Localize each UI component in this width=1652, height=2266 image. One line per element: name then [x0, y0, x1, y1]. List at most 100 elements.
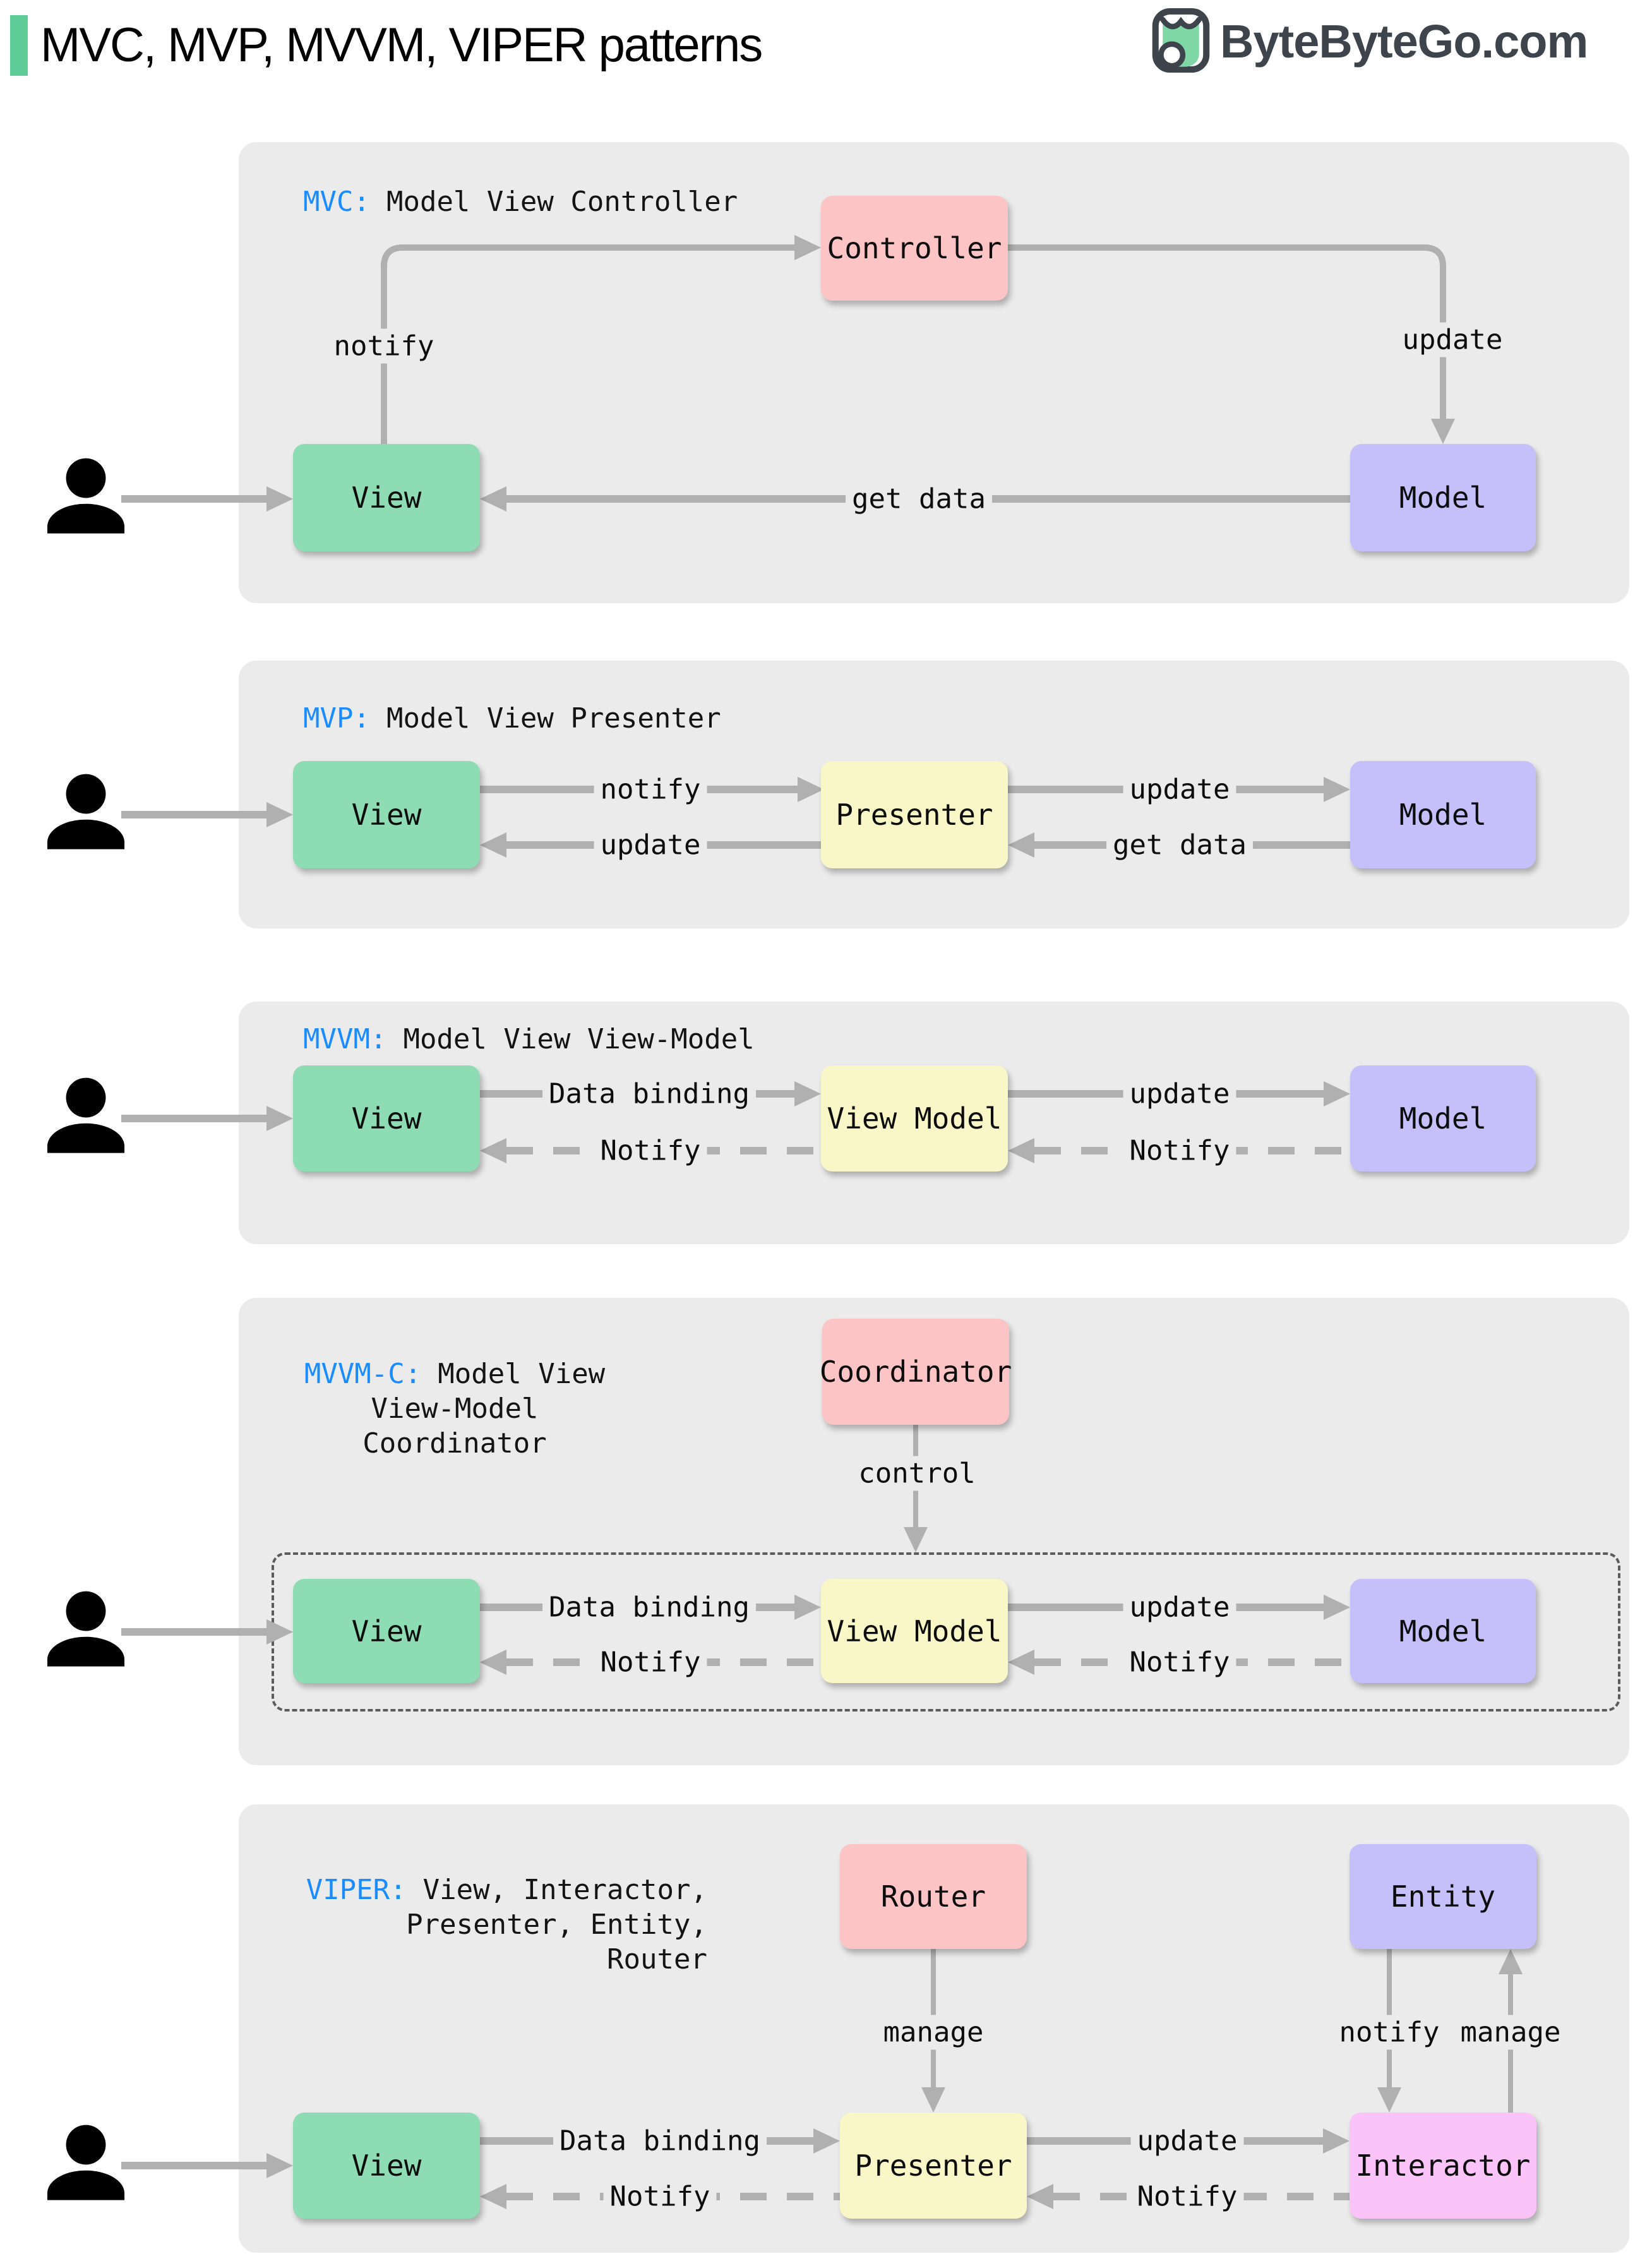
mvvmc-model-label: Model	[1399, 1614, 1487, 1648]
mvvmc-view-label: View	[351, 1614, 422, 1648]
mvvm-databinding-label: Data binding	[542, 1076, 756, 1112]
user-icon	[47, 458, 125, 534]
mvp-section-title: MVP: Model View Presenter	[303, 701, 721, 736]
mvvmc-notify-viewmodel-label: Notify	[1123, 1645, 1236, 1680]
viper-update-label: update	[1130, 2123, 1244, 2159]
mvc-user-arrow-shaft	[121, 495, 266, 503]
mvvmc-tag: MVVM-C:	[304, 1358, 422, 1390]
viper-presenter-box: Presenter	[840, 2113, 1027, 2219]
mvvm-user-arrow-shaft	[121, 1115, 266, 1122]
mvvmc-control-arrow-head	[904, 1527, 928, 1552]
mvp-update-view-label: update	[594, 827, 707, 863]
viper-user-arrow-shaft	[121, 2162, 266, 2169]
mvvmc-viewmodel-label: View Model	[827, 1614, 1002, 1648]
mvvm-tag: MVVM:	[303, 1023, 387, 1055]
mvc-update-label: update	[1396, 322, 1509, 357]
viper-databinding-label: Data binding	[553, 2123, 767, 2159]
mvvm-model-label: Model	[1399, 1101, 1487, 1136]
mvvmc-coordinator-box: Coordinator	[819, 1319, 1012, 1425]
mvvm-notify-view-arrow-head	[480, 1138, 506, 1163]
viper-notify-presenter-label: Notify	[1130, 2179, 1244, 2214]
mvp-update-model-arrow-head	[1324, 777, 1350, 802]
mvp-user-arrow-head	[266, 802, 293, 827]
viper-manage-entity-label: manage	[1454, 2015, 1567, 2050]
viper-notify-view-label: Notify	[603, 2179, 717, 2214]
user-icon	[47, 774, 125, 849]
mvc-notify-label: notify	[327, 328, 441, 364]
mvc-user-arrow-head	[266, 486, 293, 512]
mvvm-update-label: update	[1123, 1076, 1236, 1112]
mvc-view-box: View	[293, 444, 480, 551]
mvp-user-arrow-shaft	[121, 811, 266, 818]
mvc-notify-arrow-elbow	[381, 244, 794, 444]
mvvmc-control-label: control	[852, 1456, 982, 1491]
mvvm-notify-view-label: Notify	[594, 1133, 707, 1168]
mvvm-viewmodel-box: View Model	[821, 1065, 1008, 1172]
mvp-getdata-arrow-head	[1008, 832, 1034, 858]
mvvm-user-arrow-head	[266, 1106, 293, 1131]
viper-notify-interactor-arrow-head	[1377, 2087, 1401, 2113]
mvvmc-coordinator-label: Coordinator	[819, 1355, 1012, 1389]
mvp-update-model-label: update	[1123, 772, 1236, 807]
mvvmc-tagline-line3: Coordinator	[362, 1427, 547, 1460]
mvp-notify-arrow-head	[798, 777, 824, 802]
mvc-update-arrow-elbow	[1008, 244, 1446, 419]
mvp-tag: MVP:	[303, 702, 370, 734]
mvc-getdata-label: get data	[846, 481, 992, 517]
viper-user-arrow-head	[266, 2153, 293, 2178]
mvvm-viewmodel-label: View Model	[827, 1101, 1002, 1136]
mvc-controller-label: Controller	[827, 231, 1002, 265]
viper-section-title: VIPER: View, Interactor, Presenter, Entit…	[303, 1873, 707, 1977]
viper-tagline-line1: View, Interactor,	[422, 1874, 707, 1906]
mvvmc-tagline-line1: Model View	[438, 1358, 606, 1390]
mvvmc-notify-viewmodel-arrow-head	[1008, 1650, 1034, 1675]
viper-tag: VIPER:	[306, 1874, 407, 1906]
viper-router-label: Router	[880, 1879, 986, 1914]
mvp-notify-label: notify	[594, 772, 707, 807]
mvvm-notify-viewmodel-label: Notify	[1123, 1133, 1236, 1168]
viper-presenter-label: Presenter	[854, 2149, 1012, 2183]
mvp-presenter-box: Presenter	[821, 761, 1008, 868]
bytebytego-owl-logo-icon	[1152, 8, 1210, 73]
mvc-update-arrow-head	[1431, 419, 1455, 444]
mvvmc-databinding-arrow-head	[794, 1595, 821, 1620]
viper-interactor-box: Interactor	[1350, 2113, 1536, 2219]
mvc-section-title: MVC:Model View Controller	[303, 184, 738, 219]
mvvm-databinding-arrow-head	[794, 1081, 821, 1106]
mvvm-model-box: Model	[1350, 1065, 1536, 1172]
mvvmc-tagline-line2: View-Model	[371, 1393, 539, 1425]
viper-tagline-line2: Presenter, Entity,	[406, 1909, 707, 1941]
brand-name: ByteByteGo.com	[1220, 15, 1588, 68]
mvvmc-user-arrow-shaft	[121, 1628, 266, 1636]
viper-tagline-line3: Router	[607, 1943, 707, 1975]
viper-notify-presenter-arrow-head	[1027, 2184, 1053, 2209]
viper-entity-label: Entity	[1390, 1879, 1496, 1914]
title-accent-bar	[10, 15, 28, 76]
mvvmc-section-title: MVVM-C: Model View View-Model Coordinator	[303, 1357, 606, 1461]
mvvm-update-arrow-head	[1324, 1081, 1350, 1106]
viper-interactor-label: Interactor	[1355, 2149, 1531, 2183]
viper-update-arrow-head	[1323, 2128, 1350, 2154]
mvvm-tagline: Model View View-Model	[403, 1023, 755, 1055]
mvvm-view-label: View	[351, 1101, 422, 1136]
viper-manage-presenter-arrow-head	[921, 2087, 945, 2113]
mvp-view-box: View	[293, 761, 480, 868]
mvc-model-box: Model	[1350, 444, 1536, 551]
viper-router-box: Router	[840, 1844, 1027, 1949]
mvvmc-notify-view-arrow-head	[480, 1650, 506, 1675]
mvc-getdata-arrow-head	[480, 486, 506, 512]
viper-entity-box: Entity	[1350, 1844, 1536, 1949]
mvc-controller-box: Controller	[821, 196, 1008, 301]
viper-notify-interactor-label: notify	[1332, 2015, 1446, 2050]
mvvmc-update-label: update	[1123, 1590, 1236, 1625]
mvvmc-notify-view-label: Notify	[594, 1645, 707, 1680]
mvp-update-view-arrow-head	[480, 832, 506, 858]
user-icon	[47, 1077, 125, 1153]
mvp-model-label: Model	[1399, 798, 1487, 832]
mvvmc-databinding-label: Data binding	[542, 1590, 756, 1625]
mvp-presenter-label: Presenter	[835, 798, 993, 832]
mvp-tagline: Model View Presenter	[386, 702, 721, 734]
mvvmc-viewmodel-box: View Model	[821, 1579, 1008, 1683]
mvp-view-label: View	[351, 798, 422, 832]
mvc-model-label: Model	[1399, 481, 1487, 515]
